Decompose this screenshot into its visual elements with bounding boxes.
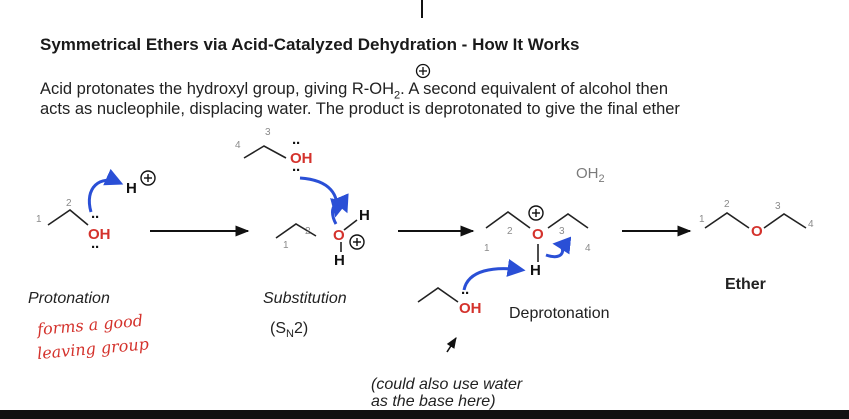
nucleophile-oxygen: OH (290, 150, 313, 167)
lone-pair: ·· (91, 239, 100, 256)
carbon-number-2: 2 (507, 226, 513, 237)
carbon-number-1: 1 (699, 214, 705, 225)
ether-product-left (704, 212, 750, 229)
curved-electron-arrow-icon (87, 168, 124, 213)
lone-pair: ·· (292, 162, 301, 179)
product-label-ether: Ether (725, 276, 766, 293)
stage-label-substitution: Substitution (263, 290, 347, 307)
attacking-ethanol-skeleton (243, 145, 287, 159)
leaving-group-arrow-icon (331, 193, 349, 225)
carbon-number-4: 4 (235, 140, 241, 151)
lone-pair: ·· (91, 209, 100, 226)
base-note-line-1: (could also use water (371, 376, 523, 393)
carbon-number-2: 2 (66, 198, 72, 209)
carbon-number-2: 2 (724, 199, 730, 210)
base-oxygen: OH (459, 300, 482, 317)
diagram-title: Symmetrical Ethers via Acid-Catalyzed De… (40, 35, 580, 54)
stage-label-protonation: Protonation (28, 290, 110, 307)
top-divider (421, 0, 423, 18)
protonated-ether-left (485, 211, 531, 229)
carbon-number-1: 1 (36, 214, 42, 225)
hydroxyl-oxygen: OH (88, 226, 111, 243)
carbon-number-2: 2 (305, 226, 311, 237)
lone-pair: ·· (292, 135, 301, 152)
base-ethanol-skeleton (417, 287, 459, 303)
protonated-ethanol-skeleton (275, 223, 317, 239)
sn2-label: (SN2) (270, 320, 309, 341)
oxonium-plus-charge-icon (349, 234, 365, 250)
protonated-ether-right (547, 213, 589, 229)
carbon-number-4: 4 (808, 219, 814, 230)
base-note-line-2: as the base here) (371, 393, 496, 410)
o-h-bond-upper (343, 219, 358, 231)
oxonium-hydrogen: H (334, 252, 345, 269)
ether-oxygen: O (532, 226, 544, 243)
ether-product-right (763, 213, 807, 229)
description-line-2: acts as nucleophile, displacing water. T… (40, 100, 680, 118)
ether-plus-charge-icon (528, 205, 544, 221)
bottom-divider (0, 410, 849, 419)
carbon-number-1: 1 (283, 240, 289, 251)
deprotonation-electron-arrow-icon (545, 236, 572, 259)
proton-plus-charge-icon (140, 170, 156, 186)
carbon-number-1: 1 (484, 243, 490, 254)
stage-label-deprotonation: Deprotonation (509, 305, 610, 322)
water-leaving-group: OH2 (576, 165, 605, 185)
description-plus-charge-icon (415, 63, 431, 79)
product-oxygen: O (751, 223, 763, 240)
acidic-hydrogen: H (530, 262, 541, 279)
description-line-1: Acid protonates the hydroxyl group, givi… (40, 80, 669, 102)
ethanol-skeleton (47, 208, 89, 226)
lone-pair: ·· (461, 285, 470, 302)
nucleophile-attack-arrow-icon (299, 176, 348, 218)
carbon-number-3: 3 (265, 127, 271, 138)
pointer-arrow-icon (446, 337, 457, 353)
carbon-number-3: 3 (559, 226, 565, 237)
oxonium-hydrogen: H (359, 207, 370, 224)
carbon-number-4: 4 (585, 243, 591, 254)
oxonium-oxygen: O (333, 227, 345, 244)
carbon-number-3: 3 (775, 201, 781, 212)
proton: H (126, 180, 137, 197)
base-attack-arrow-icon (462, 259, 526, 291)
